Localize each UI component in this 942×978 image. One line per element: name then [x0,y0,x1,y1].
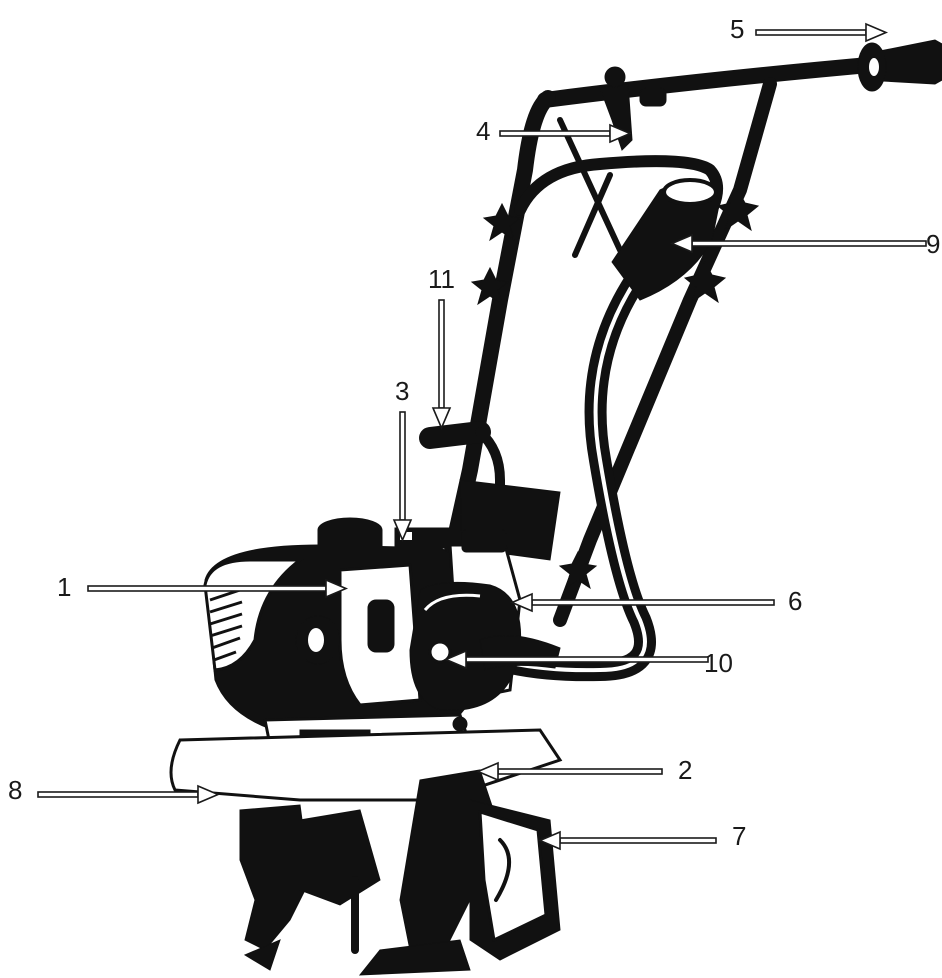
carry-handle [419,421,561,561]
callout-11: 11 [428,264,455,431]
handlebar-frame [442,39,942,627]
callout-9: 9 [669,229,940,259]
shield [169,728,563,802]
callout-6: 6 [509,586,802,616]
callout-4: 4 [476,116,633,146]
callout-10: 10 [443,648,733,678]
callout-label-4: 4 [476,116,490,146]
callout-1: 1 [57,572,349,602]
callout-label-8: 8 [8,775,22,805]
callout-label-1: 1 [57,572,71,602]
callout-label-9: 9 [926,229,940,259]
tines [239,769,561,976]
callout-label-6: 6 [788,586,802,616]
callout-label-5: 5 [730,14,744,44]
callout-label-10: 10 [704,648,733,678]
callout-label-3: 3 [395,376,409,406]
callout-8: 8 [8,775,221,805]
callout-3: 3 [392,376,413,543]
callout-label-2: 2 [678,755,692,785]
callout-7: 7 [537,821,746,851]
engine [203,517,561,741]
callouts: 1 2 3 4 5 6 [8,14,940,851]
callout-2: 2 [475,755,692,785]
star-knobs [470,188,760,590]
callout-5: 5 [730,14,889,44]
callout-label-11: 11 [428,264,455,294]
callout-label-7: 7 [732,821,746,851]
